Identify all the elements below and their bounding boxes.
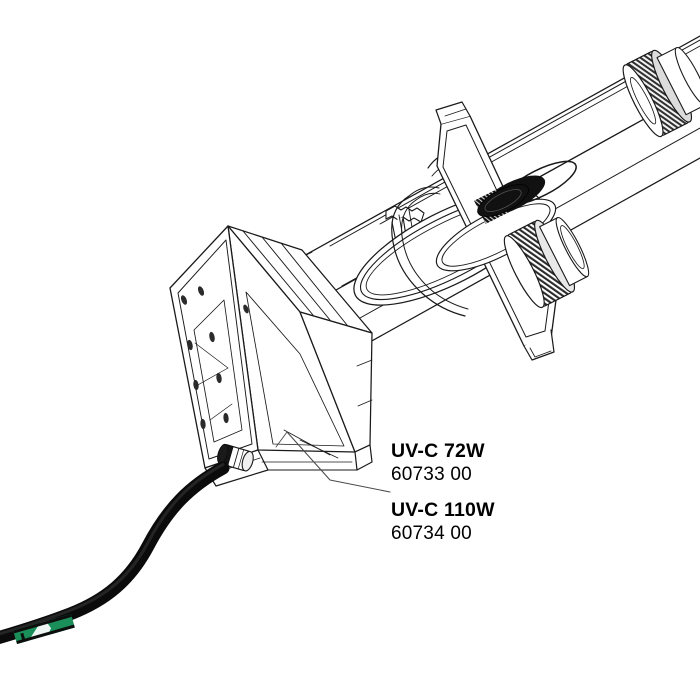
part-labels: UV-C 72W 60733 00 UV-C 110W 60734 00 (391, 440, 621, 545)
part-label-110w: UV-C 110W 60734 00 (391, 499, 621, 545)
coil-spring (474, 175, 546, 224)
part-number-72w: 60733 00 (391, 464, 472, 485)
part-name-72w: UV-C 72W (391, 440, 485, 462)
cable-tag (13, 614, 75, 644)
knurled-nut-middle (503, 216, 590, 309)
end-cap-housing (169, 225, 373, 487)
part-name-110w: UV-C 110W (391, 499, 495, 521)
part-label-72w: UV-C 72W 60733 00 (391, 440, 621, 486)
knurled-nut-top (622, 46, 700, 138)
leader-line (275, 431, 391, 493)
bracket-strap (391, 186, 469, 317)
power-cable (0, 461, 230, 645)
part-number-110w: 60734 00 (391, 523, 472, 544)
